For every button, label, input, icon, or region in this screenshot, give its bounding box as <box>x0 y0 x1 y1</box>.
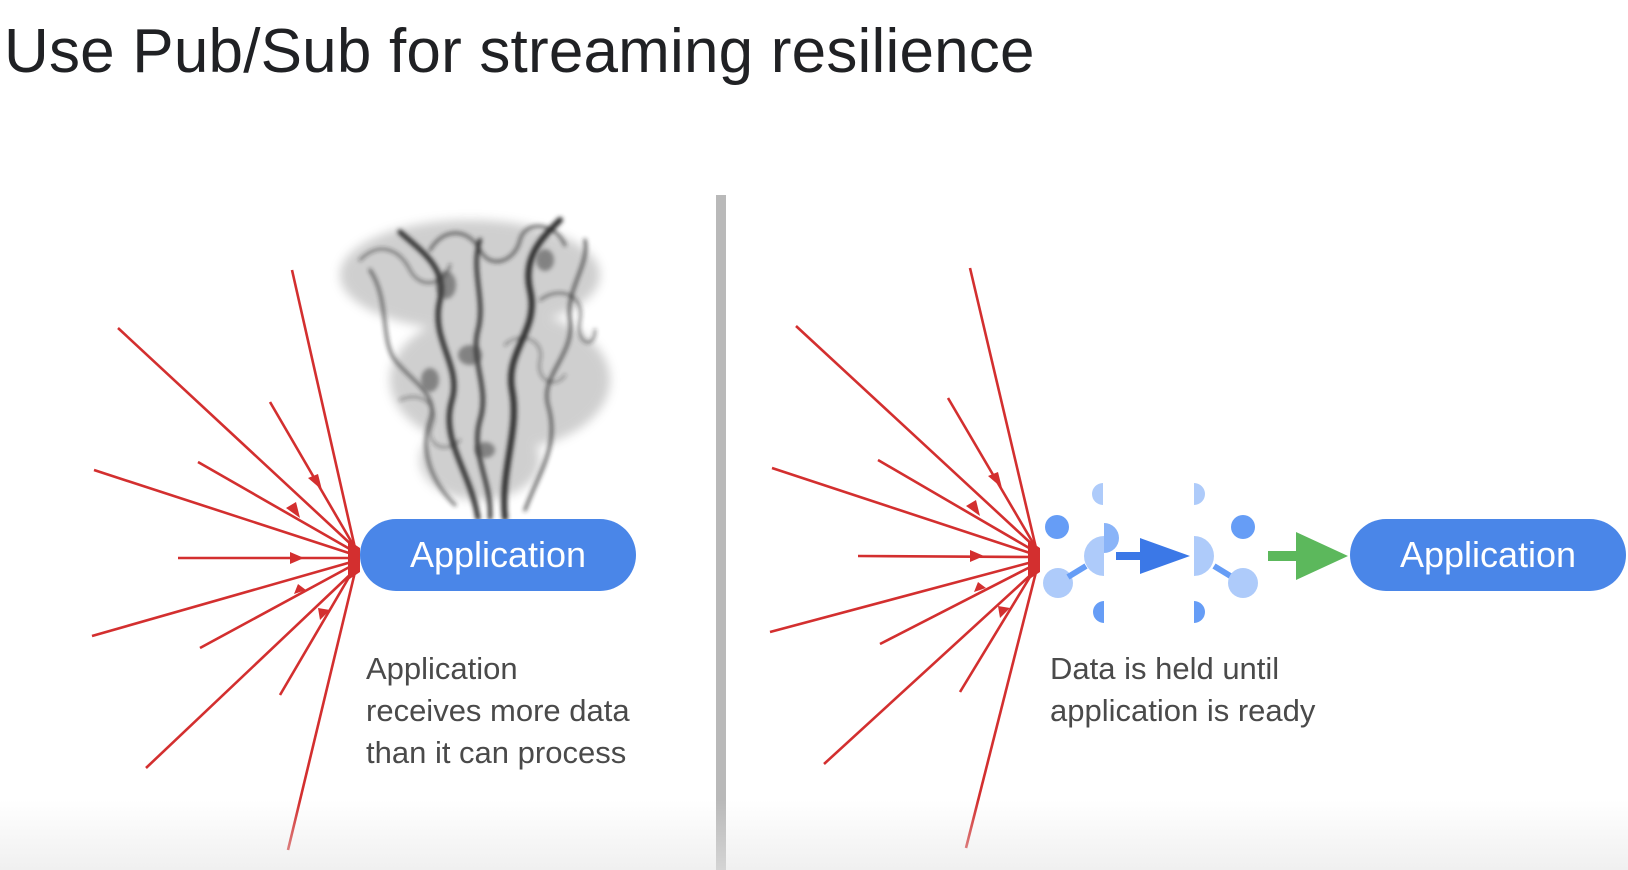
right-arrow-4 <box>877 458 1037 554</box>
right-arrow-10 <box>823 569 1037 765</box>
application-node-right: Application <box>1350 519 1626 591</box>
left-arrow-5 <box>93 468 356 557</box>
right-arrowhead <box>966 500 980 516</box>
right-arrow-5 <box>771 466 1037 557</box>
caption-right: Data is held until application is ready <box>1050 648 1380 732</box>
panel-divider <box>716 195 726 870</box>
pubsub-icon <box>1043 483 1258 623</box>
left-arrow-4 <box>197 460 356 554</box>
right-arrowheads <box>966 472 1040 618</box>
caption-left-line: receives more data <box>366 693 630 728</box>
caption-left-line: Application <box>366 651 518 686</box>
left-arrow-7 <box>91 559 356 638</box>
right-arrow-7 <box>769 559 1037 634</box>
left-arrowhead <box>294 584 306 594</box>
left-arrowhead <box>290 552 304 564</box>
caption-left: Application receives more data than it c… <box>366 648 686 774</box>
right-arrow-1 <box>968 267 1038 549</box>
left-arrow-3 <box>268 401 357 549</box>
left-convergence-point <box>348 540 360 580</box>
left-incoming-arrows <box>91 269 357 851</box>
caption-right-line: application is ready <box>1050 693 1316 728</box>
smoke-icon <box>340 217 610 521</box>
right-arrowhead <box>970 550 984 562</box>
left-arrowhead <box>318 608 330 620</box>
caption-left-line: than it can process <box>366 735 627 770</box>
slide-title: Use Pub/Sub for streaming resilience <box>4 17 1035 86</box>
caption-right-line: Data is held until <box>1050 651 1280 686</box>
left-arrowhead <box>308 474 322 490</box>
left-arrowheads <box>286 474 360 620</box>
right-convergence-point <box>1028 540 1040 580</box>
green-flow-arrow <box>1268 532 1348 580</box>
left-arrow-8 <box>199 562 356 650</box>
right-arrow-3 <box>946 397 1038 549</box>
arrow-right-icon <box>1116 538 1190 574</box>
application-node-left: Application <box>360 519 636 591</box>
right-arrowhead <box>998 606 1010 618</box>
right-arrow-9 <box>958 566 1038 693</box>
left-arrow-10 <box>145 569 356 769</box>
right-arrowhead <box>988 472 1002 488</box>
left-arrow-9 <box>278 566 357 696</box>
right-arrowhead <box>974 582 986 592</box>
left-arrow-1 <box>290 269 357 549</box>
right-arrow-2 <box>795 325 1037 549</box>
right-arrow-8 <box>879 562 1037 646</box>
left-arrow-2 <box>117 327 356 549</box>
left-arrowhead <box>286 502 300 518</box>
right-arrow-6 <box>857 554 1037 559</box>
right-incoming-arrows <box>769 267 1038 849</box>
